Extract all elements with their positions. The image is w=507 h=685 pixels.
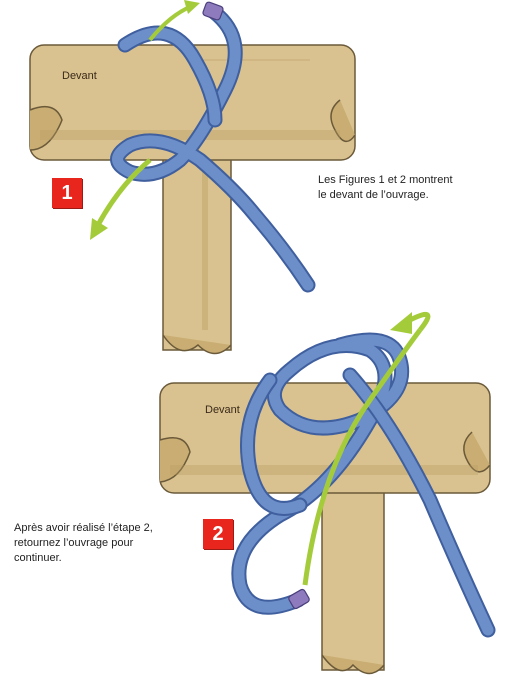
direction-arrow-1 xyxy=(90,0,200,240)
caption-bottom-left: Après avoir réalisé l’étape 2, retournez… xyxy=(14,521,153,566)
caption-bottom-left-line-3: continuer. xyxy=(14,552,62,564)
horizontal-bar-1 xyxy=(29,44,356,161)
figure-2-wood-label: Devant xyxy=(205,404,240,416)
rope-2 xyxy=(231,332,496,638)
vertical-post-2 xyxy=(321,469,385,675)
caption-top-right-line-1: Les Figures 1 et 2 montrent xyxy=(318,174,453,186)
caption-top-right: Les Figures 1 et 2 montrent le devant de… xyxy=(318,173,453,203)
caption-bottom-left-line-1: Après avoir réalisé l’étape 2, xyxy=(14,522,153,534)
figure-1-number-badge: 1 xyxy=(52,178,82,208)
figure-1-illustration xyxy=(29,0,356,355)
caption-bottom-left-line-2: retournez l’ouvrage pour xyxy=(14,537,134,549)
figure-2-number-badge: 2 xyxy=(203,519,233,549)
direction-arrow-2 xyxy=(302,311,431,586)
caption-top-right-line-2: le devant de l’ouvrage. xyxy=(318,189,429,201)
rope-1 xyxy=(110,1,316,293)
figure-1-wood-label: Devant xyxy=(62,70,97,82)
